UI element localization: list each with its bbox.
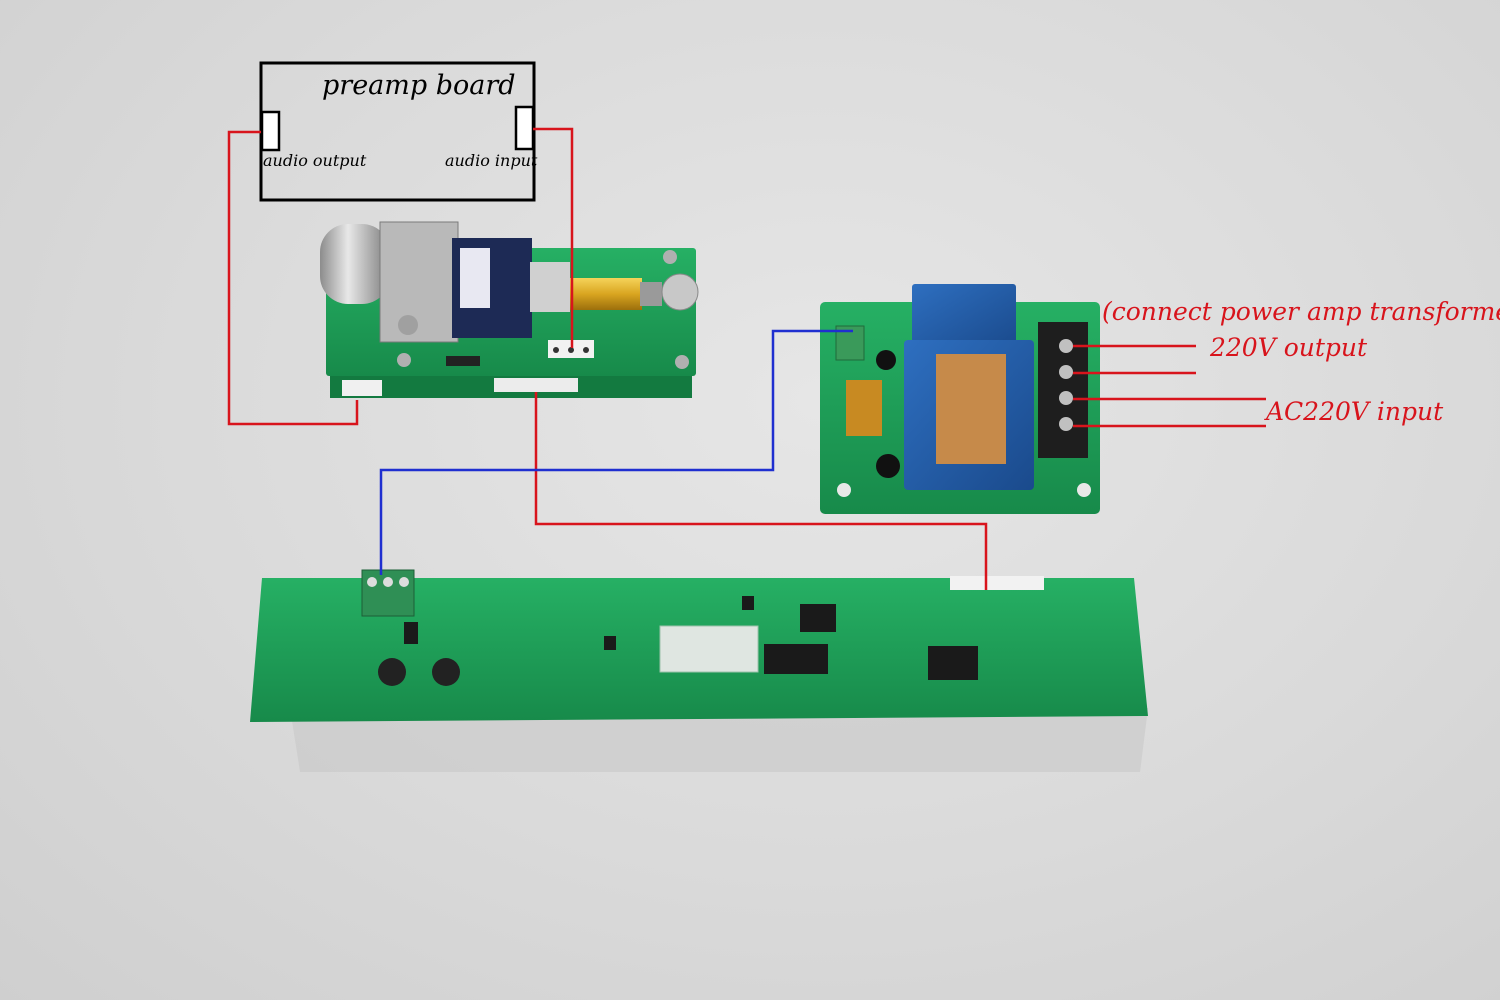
transistor (742, 596, 754, 610)
mount-hole (837, 483, 851, 497)
transformer-note-label: (connect power amp transformer) (1102, 297, 1500, 326)
motor (320, 224, 390, 304)
audio-output-label: audio output (263, 151, 367, 170)
preamp-board-title: preamp board (322, 70, 516, 101)
brass-shaft (570, 278, 642, 310)
ic-chip (446, 356, 480, 366)
output-220v-label: 220V output (1210, 333, 1368, 362)
display-control-board (250, 569, 1148, 772)
ic-chip (800, 604, 836, 632)
ribbon-connector (494, 378, 578, 392)
capacitor (432, 658, 460, 686)
potentiometer-frame (379, 221, 459, 343)
shaft-coupler (640, 282, 662, 306)
power-relay-board (820, 284, 1100, 514)
control-signal-wire (379, 329, 853, 575)
board-shadow (290, 708, 1148, 772)
audio-output-connector (260, 110, 281, 152)
audio-input-connector (514, 105, 535, 151)
ic-chip (764, 644, 828, 674)
display-window (659, 625, 759, 673)
mount-screw (397, 353, 411, 367)
power-terminal (361, 569, 415, 617)
shaft-knob (661, 273, 699, 311)
relay (912, 284, 1016, 348)
display-ribbon-connector (950, 576, 1044, 590)
heatsink (846, 380, 882, 436)
mount-screw (675, 355, 689, 369)
audio-input-wire (533, 127, 574, 348)
volume-control-board (320, 221, 699, 398)
shaft-collar (530, 262, 570, 312)
mount-hole (1077, 483, 1091, 497)
ic-chip (928, 646, 978, 680)
transformer-core-label (936, 354, 1006, 464)
mount-screw (663, 250, 677, 264)
capacitor (876, 454, 900, 478)
display-ribbon-wire (534, 392, 988, 590)
transistor (604, 636, 616, 650)
capacitor (876, 350, 896, 370)
output-header (342, 380, 382, 396)
audio-input-label: audio input (445, 151, 538, 170)
input-ac220v-label: AC220V input (1266, 397, 1444, 426)
audio-output-wire (227, 130, 359, 426)
capacitor (378, 658, 406, 686)
mount-screw (398, 315, 418, 335)
pot-label (460, 248, 490, 308)
regulator (404, 622, 418, 644)
